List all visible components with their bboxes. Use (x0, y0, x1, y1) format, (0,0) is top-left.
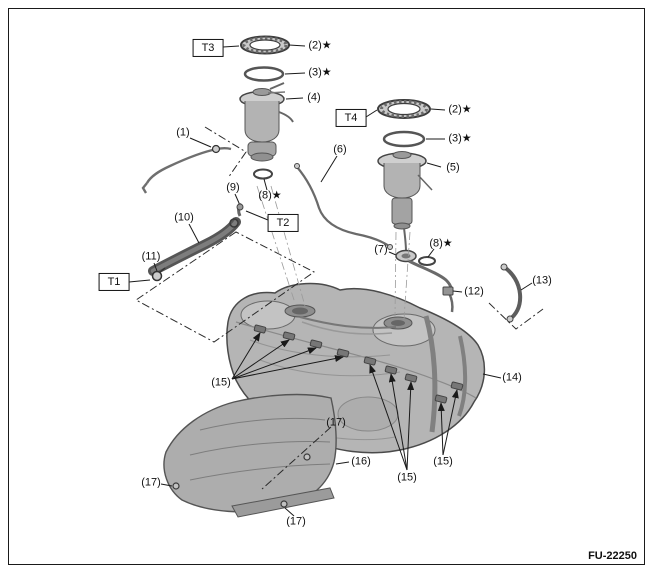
callout-6: (6) (333, 143, 347, 156)
callout-15-left: (15) (211, 376, 231, 389)
callout-16: (16) (351, 455, 371, 468)
callout-9: (9) (226, 181, 240, 194)
callout-17-top: (17) (326, 416, 346, 429)
fuel-sender-assembly-drawing (377, 99, 454, 313)
section-label-t1: T1 (98, 272, 130, 292)
callout-12: (12) (464, 285, 484, 298)
section-label-t3: T3 (192, 38, 224, 58)
callout-15-right: (15) (433, 455, 453, 468)
callout-10: (10) (174, 211, 194, 224)
callout-2-upper: (2)★ (308, 39, 332, 52)
fuel-hoses-drawing (141, 144, 523, 323)
small-parts-drawing (151, 202, 454, 508)
section-label-t2: T2 (267, 213, 299, 233)
callout-8-upper: (8)★ (258, 189, 282, 202)
callout-5: (5) (446, 161, 460, 174)
callout-2-lower: (2)★ (448, 103, 472, 116)
callout-1: (1) (176, 126, 190, 139)
section-boundary-lines (135, 126, 544, 490)
leader-lines (128, 44, 533, 517)
callout-7: (7) (374, 243, 388, 256)
callout-14: (14) (502, 371, 522, 384)
callout-15-bottom: (15) (397, 471, 417, 484)
callout-17-left: (17) (141, 476, 161, 489)
callout-arrows (231, 332, 459, 471)
callout-13: (13) (532, 274, 552, 287)
callout-4: (4) (307, 91, 321, 104)
callout-3-upper: (3)★ (308, 66, 332, 79)
cushion-pads-drawing (253, 324, 464, 404)
page-border (8, 8, 645, 565)
callout-11: (11) (141, 250, 161, 263)
callout-17-bottom: (17) (286, 515, 306, 528)
fuel-pump-assembly-drawing (239, 35, 294, 180)
callout-3-lower: (3)★ (448, 132, 472, 145)
figure-code: FU-22250 (588, 550, 637, 562)
section-label-t4: T4 (335, 108, 367, 128)
callout-8-lower: (8)★ (429, 237, 453, 250)
